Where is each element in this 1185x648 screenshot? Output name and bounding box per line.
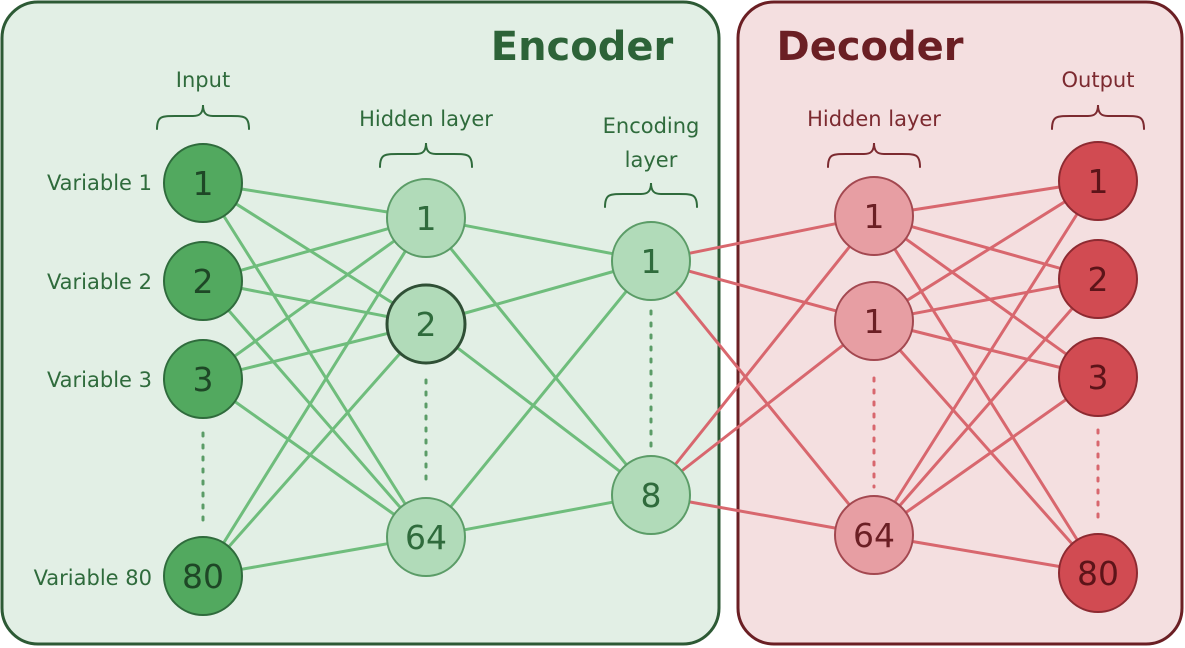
encoder-hidden-label: Hidden layer [359,107,493,131]
encoding-node-1: 1 [611,221,691,301]
encoder-hidden-node-2: 2 [385,283,467,365]
edge-l1-1-0 [462,270,615,315]
variable-label-2: Variable 2 [47,270,152,294]
edge-l1-2-1 [462,500,615,532]
edge-l1-0-1 [449,246,628,467]
edge-l1-1-1 [455,346,622,473]
edge-l3-0-3 [893,247,1079,542]
input-node-80: 80 [163,536,243,616]
encoder-hidden-node-1: 1 [386,178,466,258]
decoder-hidden-label: Hidden layer [807,107,941,131]
output-node-80-label: 80 [1077,554,1119,593]
decoder-hidden-node-1a-label: 1 [864,197,885,236]
edge-l3-2-2 [904,398,1068,514]
edge-l2-0-2 [674,289,851,507]
encoding-node-8-label: 8 [641,476,662,515]
output-node-3-label: 3 [1088,358,1109,397]
output-node-2: 2 [1058,239,1138,319]
edge-l3-2-1 [898,306,1074,508]
edge-l0-3-1 [227,351,402,549]
variable-label-1: Variable 1 [47,171,152,195]
output-brace [1051,104,1145,130]
decoder-hidden-brace [827,142,921,168]
decoder-hidden-node-64: 64 [834,495,914,575]
output-node-2-label: 2 [1088,260,1109,299]
connections [222,185,1079,571]
encoder-hidden-node-2-label: 2 [416,305,437,344]
input-node-3-label: 3 [193,360,214,399]
edge-l3-0-2 [904,237,1068,356]
input-node-80-label: 80 [182,557,224,596]
encoder-hidden-brace [379,142,473,168]
decoder-hidden-node-64-label: 64 [853,516,895,555]
encoding-label-line2: layer [625,148,678,172]
encoder-hidden-node-64-label: 64 [405,518,447,557]
edge-l3-2-3 [911,540,1061,568]
edge-l0-1-1 [239,286,390,319]
encoder-title: Encoder [491,24,674,70]
output-node-3: 3 [1058,337,1138,417]
edge-l2-1-2 [687,500,838,530]
edge-l0-1-0 [239,227,390,272]
encoding-node-1-label: 1 [641,242,662,281]
edge-l3-2-0 [893,212,1079,504]
input-label: Input [176,68,230,92]
edge-l0-3-0 [222,249,407,545]
encoder-hidden-node-64: 64 [386,497,466,577]
decoder-title: Decoder [776,24,963,70]
variable-label-3: Variable 3 [47,368,152,392]
output-label: Output [1062,68,1135,92]
edge-l0-0-1 [234,202,395,305]
input-brace [156,104,250,130]
encoding-label-line1: Encoding [603,114,700,138]
output-node-80: 80 [1058,533,1138,613]
edge-l3-0-1 [910,225,1062,270]
edge-l2-1-0 [673,245,852,466]
decoder-hidden-node-1a: 1 [834,176,914,256]
edge-l3-1-0 [905,200,1067,302]
edge-l0-2-1 [239,331,390,372]
input-node-2-label: 2 [193,262,214,301]
edge-l1-0-0 [462,223,615,256]
input-node-1-label: 1 [193,164,214,203]
edge-l0-1-2 [227,308,402,510]
output-node-1-label: 1 [1088,162,1109,201]
edge-l3-1-1 [910,284,1062,316]
input-node-3: 3 [163,339,243,419]
edge-l3-1-2 [910,329,1062,369]
edge-l3-1-3 [898,348,1074,546]
output-node-1: 1 [1058,141,1138,221]
encoding-brace [604,182,698,208]
edge-l0-0-0 [240,187,389,214]
edge-l2-1-1 [680,343,845,473]
edge-l2-0-0 [687,222,838,255]
edge-l0-0-2 [222,214,407,506]
edge-l1-2-0 [449,289,628,509]
edge-l2-0-1 [687,269,838,313]
edge-l0-2-0 [233,239,396,358]
input-node-2: 2 [163,241,243,321]
encoder-hidden-node-1-label: 1 [416,199,437,238]
encoding-node-8: 8 [611,455,691,535]
variable-label-80: Variable 80 [34,566,152,590]
input-node-1: 1 [163,143,243,223]
edge-l3-0-0 [911,185,1061,212]
decoder-hidden-node-1b-label: 1 [864,302,885,341]
decoder-hidden-node-1b: 1 [834,281,914,361]
edge-l0-3-2 [239,542,390,571]
edge-l0-2-2 [233,400,396,516]
